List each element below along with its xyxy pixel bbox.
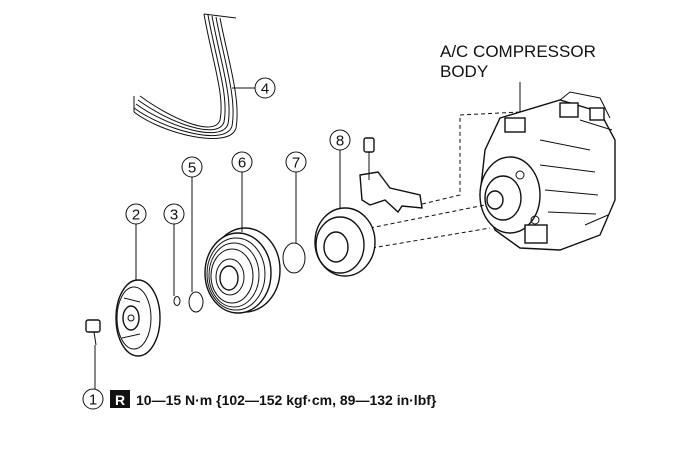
shim xyxy=(173,296,181,306)
pressure-plate xyxy=(115,279,161,357)
callout-3: 3 xyxy=(163,203,185,225)
snap-ring-7 xyxy=(282,242,306,274)
drive-belt xyxy=(133,13,238,140)
torque-badge-letter: R xyxy=(115,392,125,408)
bolt xyxy=(85,319,101,346)
compressor-body xyxy=(479,91,616,251)
svg-text:6: 6 xyxy=(238,155,246,172)
svg-text:4: 4 xyxy=(261,81,269,98)
torque-badge xyxy=(110,390,130,408)
stator xyxy=(314,137,423,277)
svg-text:8: 8 xyxy=(336,133,344,150)
svg-text:3: 3 xyxy=(170,207,178,224)
svg-text:5: 5 xyxy=(188,160,196,177)
alignment-line-upper xyxy=(417,111,521,206)
callout-7: 7 xyxy=(285,151,307,173)
callout-8: 8 xyxy=(329,129,351,151)
svg-text:2: 2 xyxy=(132,207,140,224)
alignment-line-mid xyxy=(369,204,486,229)
ac-pulley xyxy=(204,227,281,314)
callout-5: 5 xyxy=(181,156,203,178)
callout-2: 2 xyxy=(125,203,147,225)
torque-spec-text: 10—15 N·m {102—152 kgf·cm, 89—132 in·lbf… xyxy=(136,392,437,408)
alignment-line-lower xyxy=(371,227,491,249)
compressor-label-line1: A/C COMPRESSOR xyxy=(440,42,596,61)
svg-text:7: 7 xyxy=(292,155,300,172)
callout-1: 1 xyxy=(82,388,104,410)
snap-ring-5 xyxy=(188,291,204,313)
callout-6: 6 xyxy=(231,151,253,173)
svg-text:1: 1 xyxy=(89,392,97,409)
callout-4: 4 xyxy=(254,77,276,99)
compressor-label-line2: BODY xyxy=(440,62,488,81)
torque-spec: R 10—15 N·m {102—152 kgf·cm, 89—132 in·l… xyxy=(110,390,437,408)
